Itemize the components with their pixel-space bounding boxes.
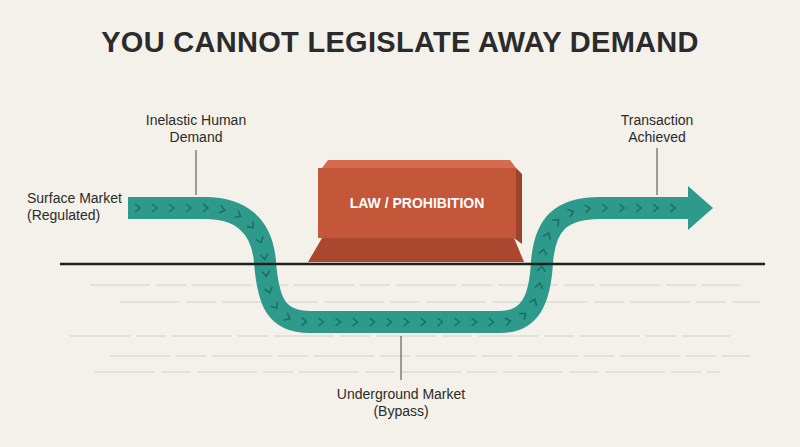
flow-chevron <box>602 204 607 212</box>
flow-chevron <box>336 318 341 326</box>
flow-chevron <box>186 204 191 212</box>
flow-chevron <box>438 318 443 326</box>
flow-chevron <box>567 208 574 217</box>
flow-chevron <box>203 204 208 212</box>
flow-chevron <box>529 298 538 306</box>
surface-market-label: Surface Market (Regulated) <box>27 190 132 224</box>
diagram-title: YOU CANNOT LEGISLATE AWAY DEMAND <box>0 26 800 59</box>
flow-chevron <box>653 204 658 212</box>
barrier-shape <box>300 158 526 264</box>
flow-chevron <box>152 204 157 212</box>
flow-chevron <box>271 302 280 311</box>
flow-chevron <box>421 318 426 326</box>
flow-chevron <box>404 318 409 326</box>
ground-line <box>60 263 765 266</box>
flow-chevron <box>505 317 511 326</box>
flow-chevron <box>539 249 548 255</box>
flow-chevron <box>301 318 307 326</box>
underground-market-label: Underground Market (Bypass) <box>316 386 486 420</box>
flow-arrowhead <box>688 186 713 230</box>
flow-chevron <box>169 204 174 212</box>
flow-chevron <box>519 310 528 319</box>
flow-chevron <box>455 318 460 326</box>
law-barrier-block: LAW / PROHIBITION <box>300 158 526 264</box>
flow-chevron <box>472 318 477 326</box>
flow-chevron <box>537 266 545 272</box>
flow-chevron <box>387 318 392 326</box>
flow-chevron <box>353 318 358 326</box>
flow-chevron <box>619 204 624 212</box>
leader-lines <box>196 148 657 380</box>
flow-chevron <box>636 204 641 212</box>
node-text: LAW / PROHIBITION <box>350 195 485 211</box>
flow-chevron <box>284 313 292 322</box>
flow-chevron <box>135 204 140 212</box>
flow-chevron <box>262 271 271 277</box>
flow-chevron <box>319 318 324 326</box>
flow-chevron <box>535 282 544 288</box>
flow-chevron <box>543 232 552 240</box>
flow-chevron <box>265 287 274 294</box>
flow-chevron <box>234 211 242 220</box>
flow-chevron <box>370 318 375 326</box>
flow-chevron <box>585 204 591 212</box>
transaction-label: Transaction Achieved <box>607 112 707 146</box>
flow-chevron <box>489 318 494 326</box>
flow-chevron <box>256 237 265 244</box>
flow-chevron <box>670 204 675 212</box>
flow-chevron <box>552 217 561 226</box>
demand-label: Inelastic Human Demand <box>136 112 256 146</box>
flow-chevron <box>219 205 226 214</box>
flow-chevron <box>260 254 269 260</box>
flow-chevron <box>247 221 256 230</box>
